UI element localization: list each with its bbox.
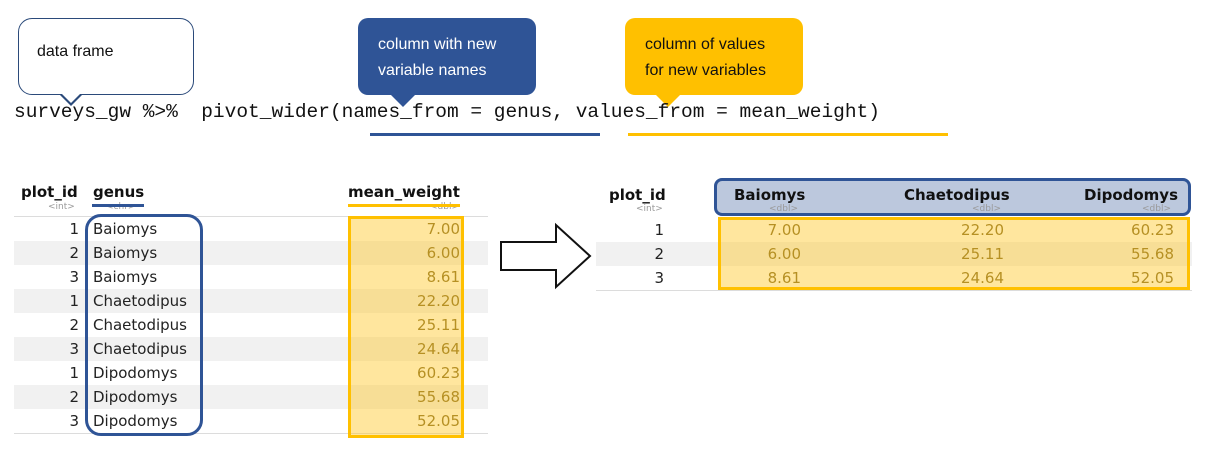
code-pipe-call: surveys_gw %>% pivot_wider(	[14, 101, 342, 123]
names-from-callout-line2: variable names	[378, 62, 487, 79]
values-from-callout-line1: column of values	[645, 36, 766, 53]
names-from-callout-line1: column with new	[378, 36, 497, 53]
genus-header-underline	[92, 204, 144, 207]
code-line: surveys_gw %>% pivot_wider(names_from = …	[14, 101, 880, 123]
right-arrow-icon	[500, 222, 592, 290]
wide-type-baiomys: <dbl>	[769, 204, 799, 214]
long-header-plot-id: plot_id	[21, 183, 78, 201]
names-from-underline	[370, 133, 600, 136]
long-header-divider	[14, 216, 488, 217]
wide-bottom-divider	[596, 290, 1192, 291]
wide-header-plot-id: plot_id	[609, 186, 666, 204]
wide-type-dipodomys: <dbl>	[1142, 204, 1172, 214]
long-bottom-divider	[14, 433, 488, 434]
values-from-underline	[628, 133, 948, 136]
long-header-mean-weight: mean_weight	[348, 183, 460, 201]
mean-weight-header-underline	[348, 204, 460, 207]
long-header-genus: genus	[93, 183, 145, 201]
wide-table: plot_id <int> Baiomys <dbl> Chaetodipus …	[596, 178, 1192, 292]
new-values-highlight	[718, 217, 1190, 290]
wide-type-plot-id: <int>	[636, 204, 663, 214]
code-close-paren: )	[868, 101, 880, 123]
data-frame-callout-text: data frame	[37, 43, 114, 60]
wide-header-dipodomys: Dipodomys	[1084, 186, 1179, 204]
data-frame-callout: data frame	[18, 18, 194, 106]
long-type-mean-weight: <dbl>	[430, 202, 460, 212]
wide-type-chaetodipus: <dbl>	[972, 204, 1002, 214]
wide-header-baiomys: Baiomys	[734, 186, 806, 204]
names-from-callout: column with new variable names	[358, 18, 536, 107]
genus-column-highlight	[85, 214, 203, 436]
long-table: plot_id <int> genus <chr> mean_weight <d…	[14, 180, 488, 440]
mean-weight-column-highlight	[348, 216, 464, 438]
values-from-callout-line2: for new variables	[645, 62, 766, 79]
values-from-callout: column of values for new variables	[625, 18, 803, 107]
new-columns-header-highlight	[714, 178, 1191, 216]
long-type-plot-id: <int>	[48, 202, 75, 212]
code-values-from: values_from = mean_weight	[575, 101, 869, 123]
code-names-from: names_from = genus,	[341, 101, 564, 123]
wide-header-chaetodipus: Chaetodipus	[904, 186, 1010, 204]
long-type-genus: <chr>	[106, 202, 136, 212]
